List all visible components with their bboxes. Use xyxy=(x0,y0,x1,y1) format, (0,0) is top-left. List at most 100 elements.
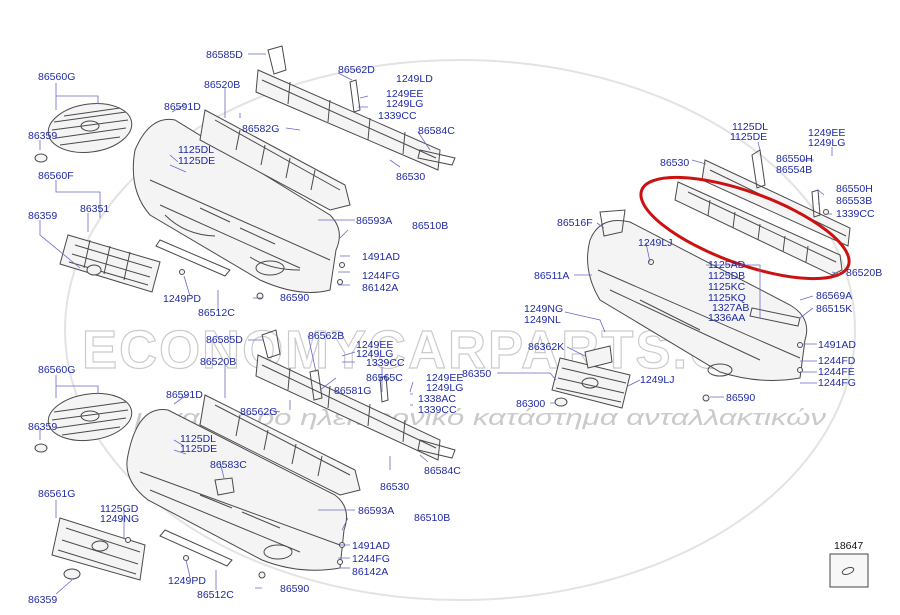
part-label: 86530 xyxy=(380,481,409,493)
part-label: 1339CC xyxy=(378,110,417,122)
part-label: 1249PD xyxy=(163,293,201,305)
part-label: 86561G xyxy=(38,488,75,500)
part-label: 86359 xyxy=(28,210,57,222)
part-label: 1125DB xyxy=(708,270,745,282)
part-inset-18647 xyxy=(829,553,869,588)
part-label: 1125AD xyxy=(708,259,746,271)
part-label: 1125DE xyxy=(730,131,767,143)
part-label: 1249PD xyxy=(168,575,206,587)
part-label: 86300 xyxy=(516,398,545,410)
assembly-top-left xyxy=(34,45,456,300)
clip xyxy=(256,292,264,300)
part-label: 86565C xyxy=(366,372,403,384)
part-label: 1491AD xyxy=(818,339,856,351)
part-label: 1249LJ xyxy=(638,237,672,249)
callout-labels: 86585D 86560G 86520B 86562D 1249LD 1249E… xyxy=(28,49,882,606)
part-label: 1125KC xyxy=(708,281,746,293)
part-label: 86560G xyxy=(38,71,75,83)
part-label: 1244FG xyxy=(362,270,400,282)
part-label: 86590 xyxy=(726,392,755,404)
part-label: 1244FE xyxy=(818,366,855,378)
part-label: 1249EE xyxy=(808,127,845,139)
part-label: 86362K xyxy=(528,341,564,353)
part-label: 86520B xyxy=(846,267,882,279)
part-label: 86562B xyxy=(308,330,344,342)
part-label: 86553B xyxy=(836,195,872,207)
clip xyxy=(702,394,710,402)
leader-lines xyxy=(497,141,841,404)
energy-absorber xyxy=(199,394,361,496)
emblem-part xyxy=(34,443,48,453)
part-label: 1339CC xyxy=(418,404,457,416)
brackets xyxy=(751,149,821,218)
emblem-part xyxy=(34,153,48,163)
part-label: 1491AD xyxy=(362,251,400,263)
bolt xyxy=(823,209,829,215)
watermark-ring xyxy=(64,59,856,601)
bracket xyxy=(599,209,626,237)
part-label: 86511A xyxy=(534,270,569,282)
part-label: 1249NL xyxy=(524,314,561,326)
part-label: 86350 xyxy=(462,368,491,380)
part-label: 86351 xyxy=(80,203,109,215)
part-label: 86591D xyxy=(166,389,203,401)
part-label: 1339CC xyxy=(366,357,405,369)
bumper-beam xyxy=(255,329,441,461)
part-label: 86142A xyxy=(362,282,398,294)
clip xyxy=(258,571,266,579)
part-label: 1249NG xyxy=(100,513,139,525)
part-label: 86560F xyxy=(38,170,74,182)
part-label: 1327AB xyxy=(712,302,749,314)
part-label: 86359 xyxy=(28,421,57,433)
part-label: 86584C xyxy=(418,125,455,137)
part-label: 86359 xyxy=(28,130,57,142)
part-label: 1125DE xyxy=(180,443,217,455)
part-label: 1336AA xyxy=(708,312,745,324)
highlight-ring xyxy=(639,175,851,281)
emblem-part xyxy=(554,397,568,407)
clip xyxy=(125,537,131,543)
bolt xyxy=(797,367,803,373)
part-label: 86569A xyxy=(816,290,852,302)
part-label: 86593A xyxy=(358,505,394,517)
part-label: 1249EE xyxy=(356,339,393,351)
part-label: 86510B xyxy=(412,220,448,232)
part-label: 86583C xyxy=(210,459,247,471)
lower-grille-part xyxy=(51,517,146,581)
part-label: 1125DE xyxy=(178,155,215,167)
part-label: 86142A xyxy=(352,566,388,578)
bracket xyxy=(749,307,801,327)
part-label: 86510B xyxy=(414,512,450,524)
part-label: 86550H xyxy=(836,183,873,195)
grille-part xyxy=(47,392,133,442)
bolt xyxy=(337,559,343,565)
part-label: 1244FG xyxy=(352,553,390,565)
part-label: 86520B xyxy=(200,356,236,368)
part-label: 1125DL xyxy=(178,144,214,156)
part-label: 18647 xyxy=(834,540,863,552)
part-label: 1125GD xyxy=(100,503,139,515)
part-label: 1249LJ xyxy=(640,374,674,386)
part-label: 1338AC xyxy=(418,393,456,405)
part-label: 1244FD xyxy=(818,355,856,367)
front-bumper-cover xyxy=(126,409,347,571)
part-label: 86560G xyxy=(38,364,75,376)
lower-molding xyxy=(159,529,233,567)
leader-lines xyxy=(39,53,431,310)
part-label: 86550H xyxy=(776,153,813,165)
part-label: 1249EE xyxy=(426,372,463,384)
part-label: 86582G xyxy=(242,123,279,135)
part-label: 1249NG xyxy=(524,303,563,315)
lower-grille-part xyxy=(59,234,161,293)
part-label: 86512C xyxy=(197,589,234,601)
front-bumper-cover xyxy=(587,220,808,381)
part-label: 1249LD xyxy=(396,73,433,85)
energy-absorber xyxy=(674,181,843,276)
brackets xyxy=(349,79,456,166)
part-label: 1249LG xyxy=(356,348,393,360)
part-label: 1249EE xyxy=(386,88,423,100)
part-label: 86359 xyxy=(28,594,57,606)
part-label: 86584C xyxy=(424,465,461,477)
part-label: 1125KQ xyxy=(708,292,746,304)
